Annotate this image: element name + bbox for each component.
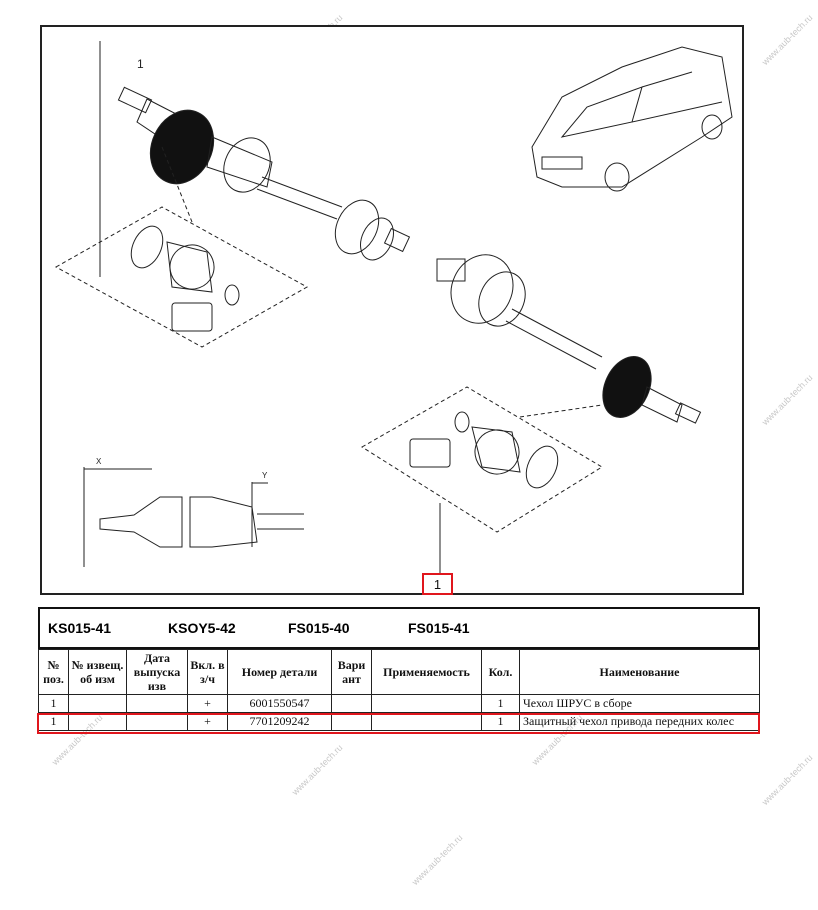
watermark: www.aub-tech.ru	[760, 752, 815, 808]
col-header-part-number: Номер детали	[227, 649, 332, 695]
col-header-variant: Вари ант	[331, 649, 372, 695]
cell-included: +	[187, 712, 228, 731]
cell-variant	[331, 694, 372, 713]
axis-y-label: Y	[262, 471, 268, 480]
col-header-date: Дата выпуска изв	[126, 649, 188, 695]
cell-date	[126, 712, 188, 731]
callout-label-top: 1	[137, 57, 144, 71]
model-codes-bar: KS015-41 KSOY5-42 FS015-40 FS015-41	[38, 607, 760, 649]
cell-included: +	[187, 694, 228, 713]
parts-table: № поз. № извещ. об изм Дата выпуска изв …	[38, 649, 760, 731]
cell-pos: 1	[38, 712, 69, 731]
parts-diagram: X Y 1	[40, 25, 744, 595]
col-header-included: Вкл. в з/ч	[187, 649, 228, 695]
table-row[interactable]: 1 + 7701209242 1 Защитный чехол привода …	[38, 712, 760, 731]
watermark: www.aub-tech.ru	[410, 832, 465, 888]
cell-name: Чехол ШРУС в сборе	[519, 694, 760, 713]
cell-notice	[68, 694, 127, 713]
watermark: www.aub-tech.ru	[760, 12, 815, 68]
cell-notice	[68, 712, 127, 731]
right-driveshaft	[436, 254, 702, 424]
table-header-row: № поз. № извещ. об изм Дата выпуска изв …	[38, 649, 760, 695]
cell-qty: 1	[481, 694, 520, 713]
cell-applicability	[371, 694, 482, 713]
col-header-notice: № извещ. об изм	[68, 649, 127, 695]
col-header-qty: Кол.	[481, 649, 520, 695]
cell-name: Защитный чехол привода передних колес	[519, 712, 760, 731]
table-row[interactable]: 1 + 6001550547 1 Чехол ШРУС в сборе	[38, 694, 760, 713]
boot-left-outer	[149, 109, 215, 185]
left-boot-kit	[54, 146, 309, 348]
cell-applicability	[371, 712, 482, 731]
car-illustration	[531, 46, 733, 192]
cell-date	[126, 694, 188, 713]
col-header-name: Наименование	[519, 649, 760, 695]
cell-part-number[interactable]: 7701209242	[227, 712, 332, 731]
callout-label-bottom: 1	[422, 573, 453, 595]
watermark: www.aub-tech.ru	[760, 372, 815, 428]
boot-right-outer	[602, 356, 652, 418]
cell-variant	[331, 712, 372, 731]
cell-qty: 1	[481, 712, 520, 731]
cell-part-number[interactable]: 6001550547	[227, 694, 332, 713]
axis-x-label: X	[96, 457, 102, 466]
cell-pos: 1	[38, 694, 69, 713]
boot-dimension-detail	[83, 467, 304, 567]
col-header-applicability: Применяемость	[371, 649, 482, 695]
model-code: FS015-40	[288, 620, 350, 636]
model-code: FS015-41	[408, 620, 470, 636]
watermark: www.aub-tech.ru	[290, 742, 345, 798]
left-driveshaft	[117, 86, 411, 261]
model-code: KS015-41	[48, 620, 112, 636]
driveshaft-illustration: X Y	[54, 41, 733, 575]
col-header-pos: № поз.	[38, 649, 69, 695]
right-boot-kit	[361, 386, 603, 575]
model-code: KSOY5-42	[168, 620, 236, 636]
